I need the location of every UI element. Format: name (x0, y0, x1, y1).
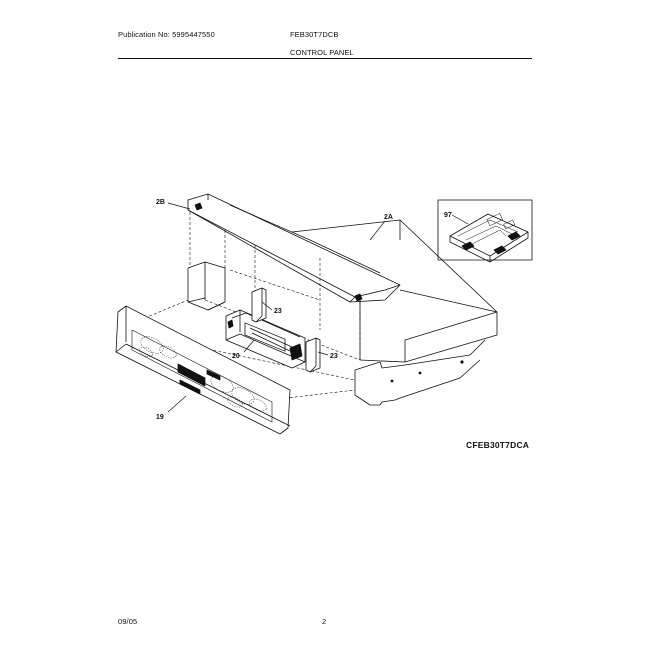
publication-number: Publication No: 5995447550 (118, 30, 215, 39)
mounting-bracket-top (251, 287, 267, 323)
page-number: 2 (322, 617, 327, 626)
mounting-bracket-bottom (305, 337, 321, 373)
callout-labels: 2B 2A 97 23 20 23 19 (156, 199, 452, 421)
left-side-bracket (187, 261, 226, 311)
electronic-control-board (225, 309, 306, 369)
callout-2a: 2A (384, 214, 393, 221)
control-panel-overlay (115, 305, 291, 435)
model-number: FEB30T7DCB (290, 30, 339, 39)
section-title: CONTROL PANEL (290, 48, 354, 57)
callout-97: 97 (444, 212, 452, 219)
callout-2b: 2B (156, 199, 165, 206)
drawing-code: CFEB30T7DCA (466, 440, 530, 450)
callout-leaders (167, 202, 469, 413)
callout-23-top: 23 (274, 308, 282, 315)
lower-right-bracket (354, 339, 486, 406)
publication-date: 09/05 (118, 617, 138, 626)
callout-20: 20 (232, 353, 240, 360)
callout-19: 19 (156, 414, 164, 421)
header-rule (118, 58, 532, 59)
inset-box-part-97 (437, 199, 533, 263)
callout-23-bottom: 23 (330, 353, 338, 360)
